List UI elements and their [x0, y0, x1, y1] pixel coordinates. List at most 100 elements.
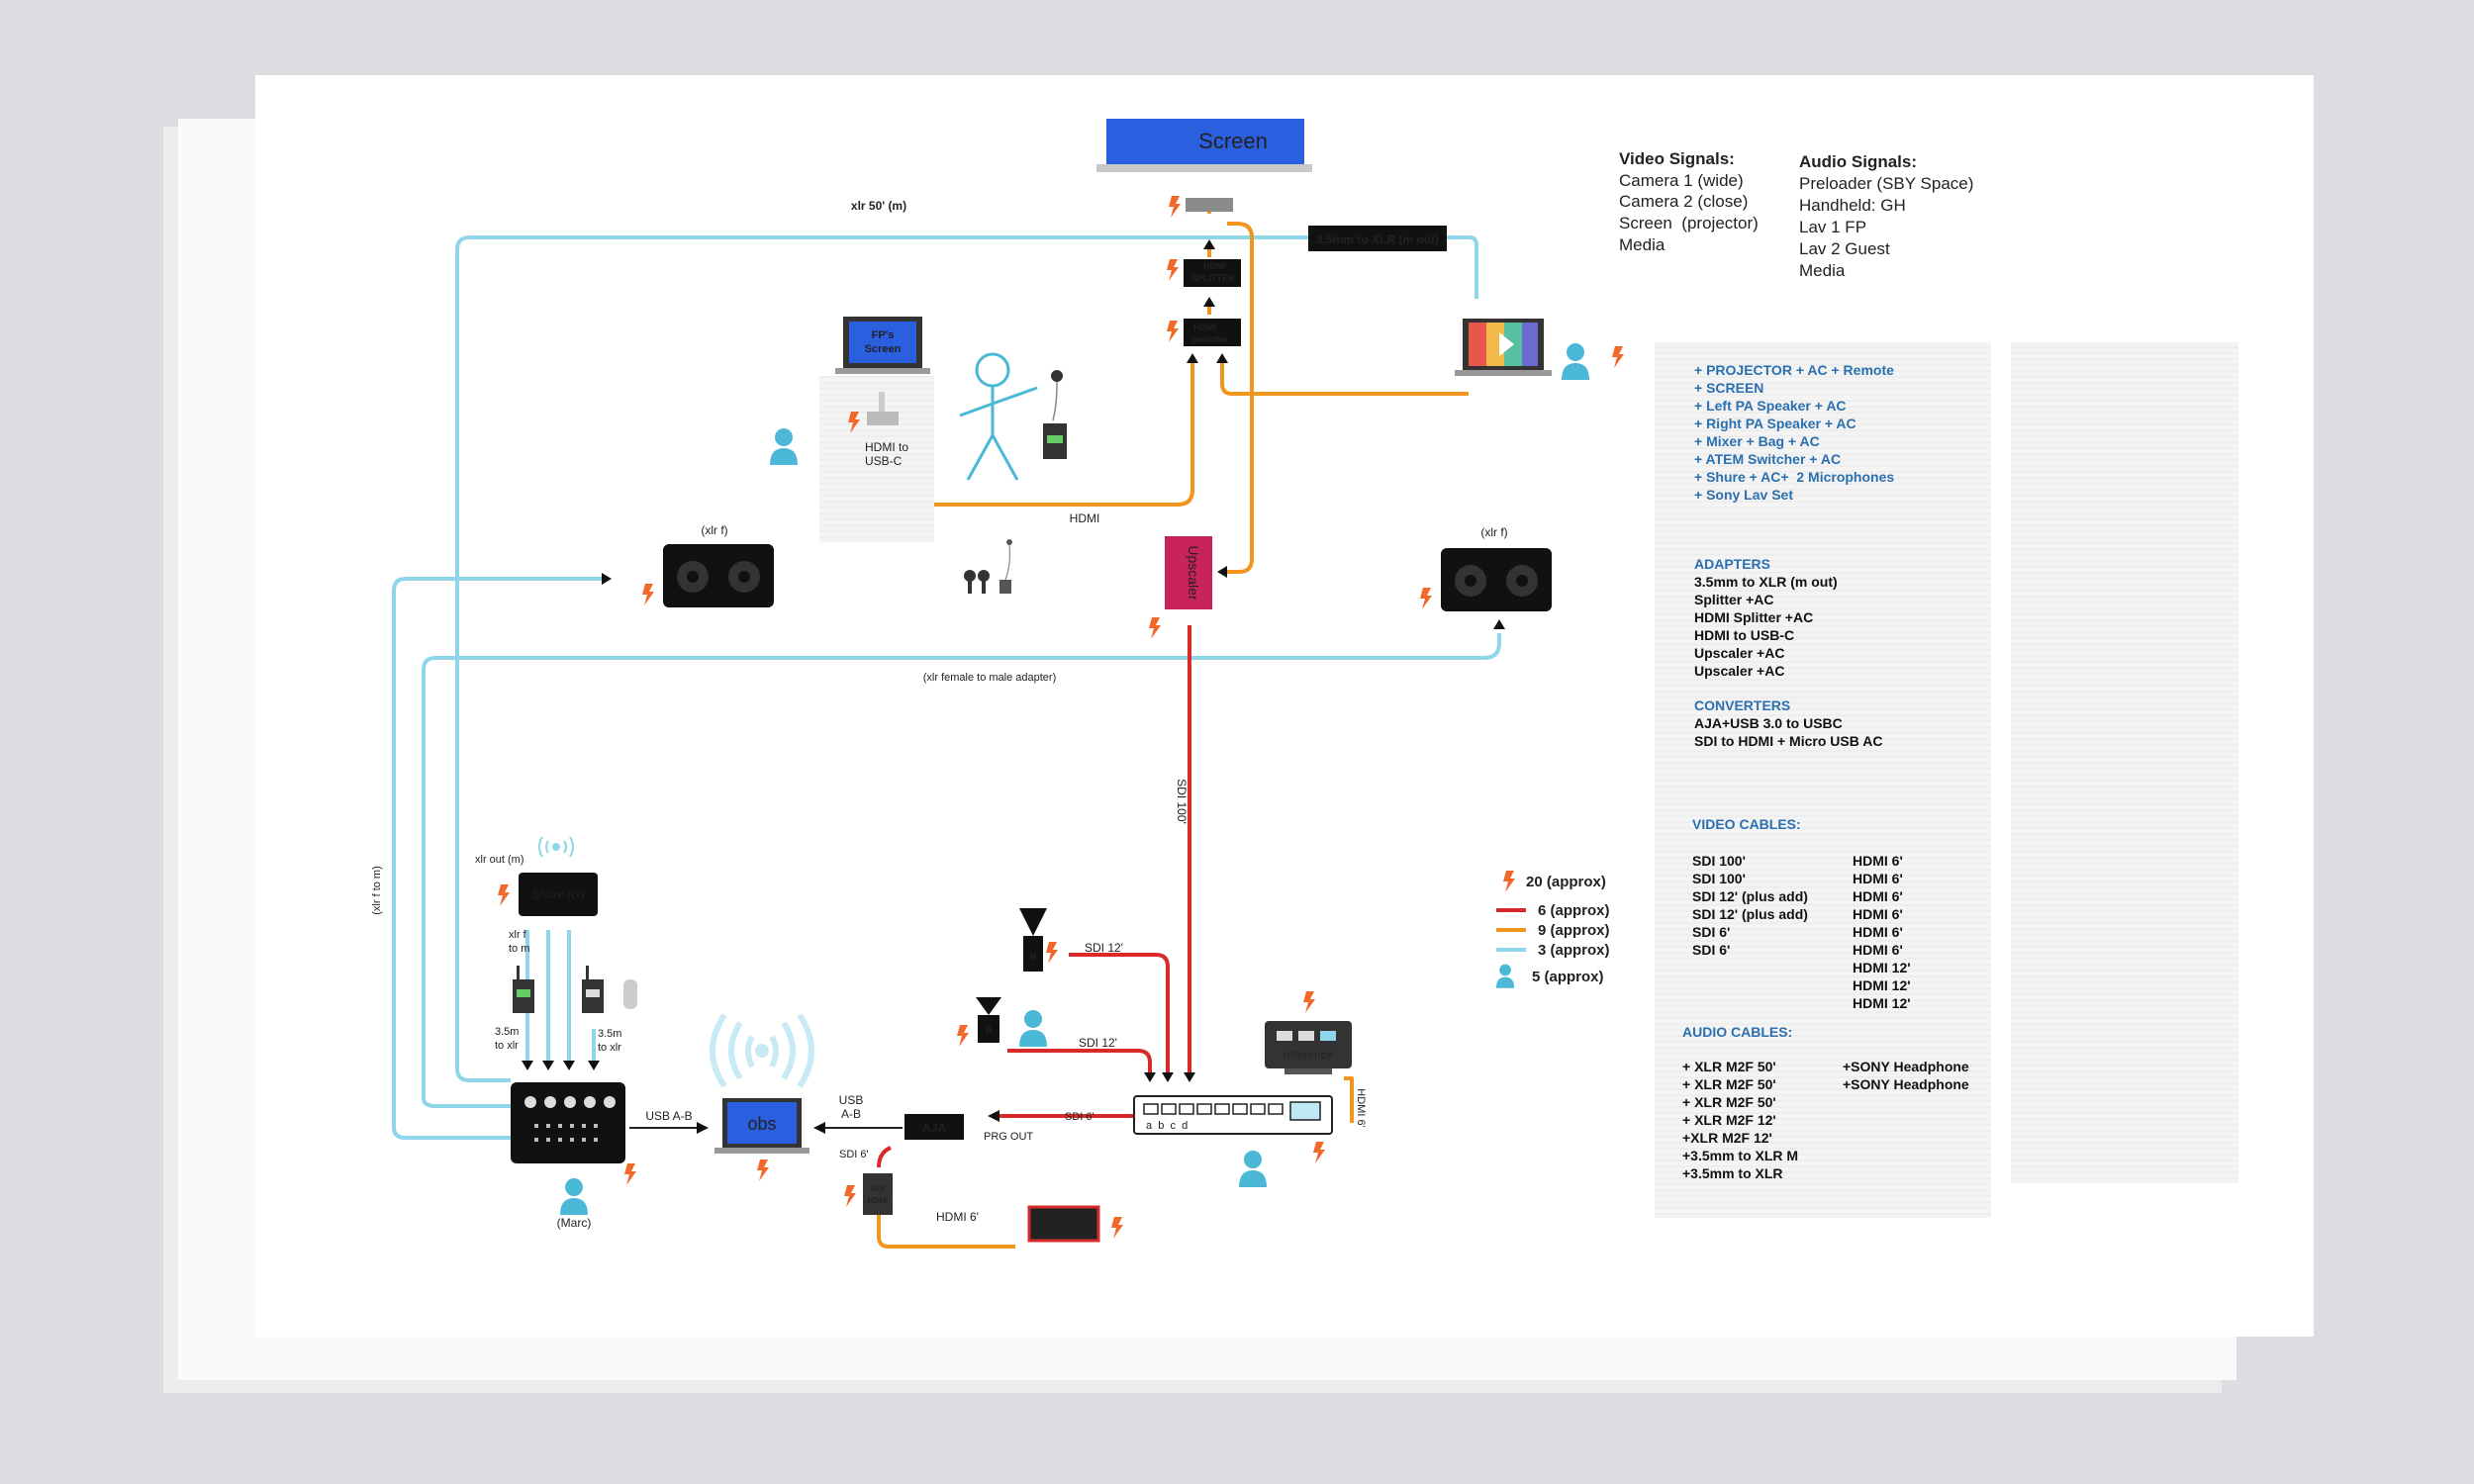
audio-mixer — [511, 1082, 625, 1163]
adapter-item: Upscaler +AC — [1694, 645, 1784, 661]
camera-1: B — [1019, 908, 1047, 972]
video-cable-item: HDMI 12' — [1853, 995, 1911, 1011]
audio-cable-item: + XLR M2F 50' — [1682, 1059, 1776, 1074]
audio-signal-item: Lav 2 Guest — [1799, 239, 1890, 258]
presenter-area — [819, 376, 934, 542]
projection-screen: Screen — [1096, 119, 1312, 172]
obs-laptop: obs — [714, 1098, 809, 1154]
svg-text:to m: to m — [509, 943, 529, 955]
video-cable-item: HDMI 6' — [1853, 871, 1903, 886]
xlr-f-right-label: (xlr f) — [1480, 525, 1507, 539]
video-cable-item: HDMI 6' — [1853, 888, 1903, 904]
video-cables-title: VIDEO CABLES: — [1692, 816, 1801, 832]
video-cable-item: HDMI 12' — [1853, 977, 1911, 993]
video-cable-item: HDMI 12' — [1853, 960, 1911, 975]
svg-text:USB-C: USB-C — [865, 454, 903, 468]
adapters-title: ADAPTERS — [1694, 556, 1770, 572]
adapter-item: Splitter +AC — [1694, 592, 1774, 607]
video-signal-item: Camera 2 (close) — [1619, 192, 1748, 211]
legend: 20 (approx) 6 (approx) 9 (approx) 3 (app… — [1496, 871, 1610, 988]
converter-item: AJA+USB 3.0 to USBC — [1694, 715, 1843, 731]
svg-text:Screen: Screen — [865, 343, 902, 355]
video-signal-item: Camera 1 (wide) — [1619, 171, 1744, 190]
xlr-out-label: xlr out (m) — [475, 854, 524, 866]
svg-text:Switcher: Switcher — [1191, 334, 1229, 344]
svg-text:3.5mm to XLR (m out): 3.5mm to XLR (m out) — [1316, 232, 1439, 246]
video-cable-item: SDI 100' — [1692, 853, 1746, 869]
empty-panel — [2011, 342, 2238, 1183]
equipment-list: + PROJECTOR + AC + Remote + SCREEN + Lef… — [1694, 362, 1894, 503]
equipment-item: + ATEM Switcher + AC — [1694, 451, 1841, 467]
audio-cables-title: AUDIO CABLES: — [1682, 1024, 1792, 1040]
equipment-panel — [1655, 342, 1991, 1218]
equipment-item: + SCREEN — [1694, 380, 1763, 396]
bodypack-transmitter-1 — [513, 966, 534, 1013]
shure-receiver: Shure (tx) — [519, 873, 598, 916]
audio-cable-item: +XLR M2F 12' — [1682, 1130, 1772, 1146]
lav-mic-set — [1043, 370, 1067, 459]
mm35-a-label: 3.5m — [495, 1026, 519, 1038]
adapter-item: 3.5mm to XLR (m out) — [1694, 574, 1838, 590]
audio-cable-item: +SONY Headphone — [1843, 1076, 1969, 1092]
audio-cable-item: + XLR M2F 50' — [1682, 1094, 1776, 1110]
handheld-mic-icon — [623, 979, 637, 1009]
equipment-item: + Mixer + Bag + AC — [1694, 433, 1820, 449]
wifi-rings-icon — [710, 1013, 814, 1088]
bodypack-transmitter-2 — [582, 966, 604, 1013]
recorder: REC — [1027, 1205, 1100, 1243]
video-cable-item: SDI 12' (plus add) — [1692, 906, 1808, 922]
adapter-item: Upscaler +AC — [1694, 663, 1784, 679]
svg-text:Shure (tx): Shure (tx) — [532, 887, 585, 901]
video-signals: Video Signals: Camera 1 (wide) Camera 2 … — [1619, 149, 1759, 254]
equipment-item: + Left PA Speaker + AC — [1694, 398, 1847, 414]
legend-person-label: 5 (approx) — [1532, 969, 1604, 985]
usb-ab-label: USB A-B — [645, 1109, 692, 1123]
xlr-female-male-label: (xlr female to male adapter) — [923, 672, 1057, 684]
legend-blue-label: 3 (approx) — [1538, 942, 1610, 959]
equipment-item: + Shure + AC+ 2 Microphones — [1694, 469, 1894, 485]
audio-cables-list: AUDIO CABLES: + XLR M2F 50' + XLR M2F 50… — [1682, 1024, 1969, 1181]
sdi12-b-label: SDI 12' — [1079, 1036, 1117, 1050]
video-cable-item: HDMI 6' — [1853, 853, 1903, 869]
audio-signal-item: Lav 1 FP — [1799, 218, 1866, 236]
xlr50-label: xlr 50' (m) — [851, 199, 906, 213]
video-cable-item: SDI 6' — [1692, 942, 1730, 958]
hdmi6-b-label: HDMI 6' — [1355, 1088, 1367, 1127]
svg-text:reference: reference — [1284, 1048, 1334, 1062]
svg-text:HDMI: HDMI — [1203, 261, 1226, 271]
upscaler: Upscaler — [1165, 536, 1212, 609]
audio-cable-item: + XLR M2F 12' — [1682, 1112, 1776, 1128]
video-cable-item: HDMI 6' — [1853, 942, 1903, 958]
svg-text:B: B — [986, 1025, 993, 1035]
audio-signal-item: Media — [1799, 261, 1846, 280]
sdi6-a-label: SDI 6' — [839, 1149, 869, 1160]
legend-power-label: 20 (approx) — [1526, 874, 1606, 890]
svg-text:Upscaler: Upscaler — [1186, 545, 1201, 601]
presenter-figure — [959, 352, 1038, 481]
legend-red-label: 6 (approx) — [1538, 902, 1610, 919]
reference-monitor: reference — [1265, 1021, 1352, 1074]
audio-cable-item: +SONY Headphone — [1843, 1059, 1969, 1074]
aja-converter: AJA — [904, 1114, 964, 1140]
audio-cable-item: + XLR M2F 50' — [1682, 1076, 1776, 1092]
audio-signals-title: Audio Signals: — [1799, 152, 1917, 171]
mm35-b-label: 3.5m — [598, 1028, 621, 1040]
xlr-f-left-label: (xlr f) — [701, 523, 727, 537]
equipment-item: + Sony Lav Set — [1694, 487, 1793, 503]
hdmi-usbc-label: HDMI to — [865, 440, 908, 454]
adapter-35mm-xlr: 3.5mm to XLR (m out) — [1308, 226, 1447, 251]
right-pa-speaker — [1441, 548, 1552, 611]
video-signals-title: Video Signals: — [1619, 149, 1735, 168]
video-cable-item: SDI 6' — [1692, 924, 1730, 940]
xlr-f-to-m-label: (xlr f to m) — [371, 866, 383, 915]
media-laptop — [1455, 319, 1552, 376]
sdi12-a-label: SDI 12' — [1085, 941, 1123, 955]
svg-text:B: B — [1030, 952, 1037, 962]
equipment-item: + Right PA Speaker + AC — [1694, 416, 1856, 431]
hdmi-usbc-adapter — [867, 392, 899, 425]
adapter-item: HDMI Splitter +AC — [1694, 609, 1813, 625]
svg-text:obs: obs — [747, 1114, 776, 1134]
camera-2: B — [976, 997, 1001, 1043]
converter-item: SDI to HDMI + Micro USB AC — [1694, 733, 1882, 749]
